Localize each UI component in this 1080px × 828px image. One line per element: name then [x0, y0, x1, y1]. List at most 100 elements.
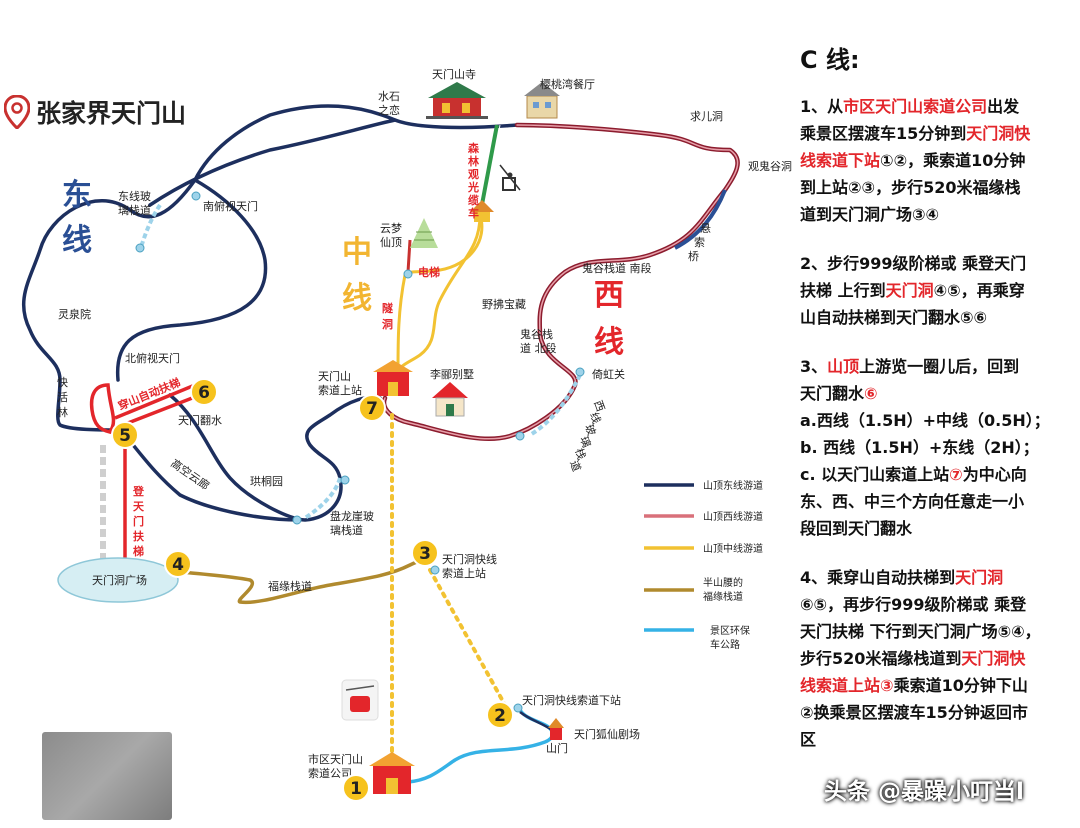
svg-text:2: 2: [494, 706, 506, 726]
legend-east: 山顶东线游道: [703, 479, 763, 492]
label-tianmen-temple: 天门山寺: [432, 67, 476, 81]
p1-line-2: 乘景区摆渡车15分钟到天门洞快: [800, 124, 1031, 143]
pavilion-icon: [470, 200, 494, 222]
label-station-1: 天门山: [318, 369, 351, 383]
east-glass-walkway: [138, 203, 162, 251]
svg-text:4: 4: [172, 555, 184, 575]
label-panlong-2: 璃栈道: [330, 523, 363, 537]
p3-line-7: 段回到天门翻水: [800, 519, 913, 538]
label-yejibaozang: 野拂宝藏: [482, 297, 526, 311]
label-yihong: 倚虹关: [592, 367, 625, 381]
label-fox-theater: 天门狐仙剧场: [574, 727, 640, 741]
label-panlong-1: 盘龙崖玻: [330, 509, 374, 523]
chairlift-icon: [499, 164, 521, 191]
svg-text:登: 登: [132, 484, 145, 498]
label-east-glass-1: 东线玻: [118, 189, 151, 203]
label-gui-north-2: 道 北段: [520, 341, 557, 355]
legend-half-1: 半山腰的: [703, 576, 743, 589]
svg-text:道: 道: [567, 458, 584, 473]
label-fuyuan: 福缘栈道: [268, 579, 312, 593]
panel-heading: C 线:: [800, 46, 860, 74]
middle-line-char-2: 线: [342, 281, 372, 316]
p4-line-6: ②换乘景区摆渡车15分钟返回市: [800, 703, 1028, 722]
label-city-station-2: 索道公司: [308, 766, 352, 780]
svg-text:玻: 玻: [582, 423, 598, 438]
svg-text:观: 观: [468, 168, 479, 181]
east-line-char-1: 东: [62, 178, 92, 213]
label-fanshui: 天门翻水: [178, 413, 222, 427]
svg-text:林: 林: [57, 405, 68, 419]
p1-line-3: 线索道下站①②，乘索道10分钟: [800, 151, 1026, 170]
temple-icon: [426, 82, 488, 119]
label-kuaihuolin: 快 活 林: [57, 376, 68, 419]
east-line-char-2: 线: [62, 223, 92, 258]
svg-text:桥: 桥: [688, 250, 699, 263]
watermark: 头条 @暴躁小叮当l: [824, 779, 1024, 805]
p4-line-1: 4、乘穿山自动扶梯到天门洞: [800, 568, 1004, 587]
suspension-bridge: [674, 189, 727, 250]
villa-icon: [432, 382, 468, 417]
svg-text:1: 1: [350, 779, 362, 799]
label-station-2: 索道上站: [318, 383, 362, 397]
svg-text:梯: 梯: [133, 544, 144, 558]
label-gui-south: 鬼谷栈道 南段: [582, 261, 652, 275]
svg-text:扶: 扶: [133, 529, 145, 543]
station-building-icon: [373, 360, 413, 396]
legend-west: 山顶西线游道: [703, 510, 763, 523]
label-fast-upper-2: 索道上站: [442, 566, 486, 580]
label-forest-cableway: 森 林 观 光 缆 车: [467, 141, 480, 220]
legend-bus-1: 景区环保: [710, 624, 750, 637]
label-fast-upper-1: 天门洞快线: [442, 552, 497, 566]
shanmen-gate-icon: [548, 718, 564, 740]
legend-bus-2: 车公路: [710, 638, 740, 651]
cable-car-icon: [341, 679, 379, 721]
fuyuan-walkway: [179, 558, 431, 605]
label-tianmen-square: 天门洞广场: [92, 573, 147, 587]
p4-line-5: 线索道上站③乘索道10分钟下山: [800, 676, 1028, 695]
label-suspension-bridge: 悬 索 桥: [688, 222, 711, 263]
label-shanmen: 山门: [546, 741, 568, 755]
stop-4: 4: [164, 550, 192, 578]
step-2: 2、步行999级阶梯或 乘登天门扶梯 上行到天门洞④⑤，再乘穿山自动扶梯到天门翻…: [800, 250, 1072, 331]
p3-line-5: c. 以天门山索道上站⑦为中心向: [800, 465, 1027, 484]
label-shuishi-2: 之恋: [378, 103, 400, 117]
route-map: 东 线 中 线 西 线 天门山寺 樱桃湾餐厅 水石 之恋 求儿洞 观鬼谷洞 东线…: [21, 67, 792, 802]
p4-line-3: 天门扶梯 下行到天门洞广场⑤④，: [800, 622, 1041, 641]
svg-text:林: 林: [468, 154, 479, 168]
label-lingquan: 灵泉院: [58, 307, 91, 321]
label-nan-fu: 南俯视天门: [203, 199, 258, 213]
panlong-glass-walkway: [303, 477, 342, 520]
label-yunmeng-1: 云梦: [380, 222, 402, 235]
stop-1: 1: [342, 774, 370, 802]
p2-line-2: 扶梯 上行到天门洞④⑤，再乘穿: [800, 281, 1025, 300]
svg-text:线: 线: [587, 410, 604, 425]
label-bei-fu: 北俯视天门: [125, 351, 180, 365]
p4-line-4: 步行520米福缘栈道到天门洞快: [800, 649, 1026, 668]
middle-line-char-1: 中: [342, 235, 372, 270]
bus-road: [407, 708, 555, 784]
stop-3: 3: [411, 539, 439, 567]
tianmen-square-area: [57, 557, 179, 603]
legend-half-2: 福缘栈道: [703, 590, 743, 603]
elevator-line: [406, 239, 412, 273]
west-line-char-1: 西: [594, 278, 624, 313]
legend-middle: 山顶中线游道: [703, 542, 763, 555]
svg-text:栈: 栈: [572, 446, 589, 461]
p3-line-4: b. 西线（1.5H）+东线（2H）；: [800, 438, 1039, 457]
p2-line-1: 2、步行999级阶梯或 乘登天门: [800, 254, 1027, 273]
svg-text:7: 7: [366, 399, 378, 419]
svg-text:光: 光: [467, 180, 479, 194]
svg-text:缆: 缆: [468, 193, 479, 207]
label-fast-lower: 天门洞快线索道下站: [522, 693, 621, 707]
svg-text:快: 快: [57, 376, 68, 389]
svg-text:6: 6: [198, 383, 210, 403]
p3-line-2: 天门翻水⑥: [800, 384, 878, 403]
svg-text:天: 天: [133, 500, 145, 513]
svg-text:活: 活: [57, 391, 68, 404]
p4-line-7: 区: [800, 730, 817, 749]
city-station-icon: [369, 752, 415, 794]
stop-5: 5: [111, 421, 139, 449]
p1-line-1: 1、从市区天门山索道公司出发: [800, 97, 1020, 116]
stop-6: 6: [190, 378, 218, 406]
